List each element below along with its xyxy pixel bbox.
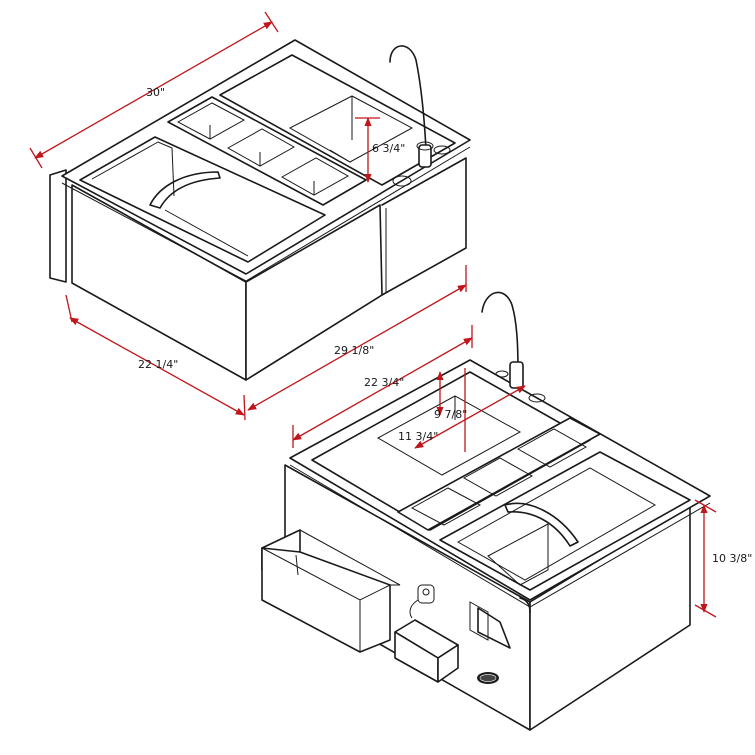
faucet-icon (389, 45, 427, 151)
dim-bottom-length-label: 22 3/4" (364, 376, 404, 389)
condiment-pan-6 (516, 428, 588, 468)
bottom-unit (261, 291, 711, 731)
dimension-bottom-height: 10 3/8" (694, 499, 752, 618)
bottom-unit-bin-handle (504, 502, 579, 547)
bottom-unit-side-caddy (261, 529, 401, 653)
bottle-opener-icon (409, 584, 435, 619)
bottom-unit-faucet-base (509, 361, 524, 389)
dimension-bottom-sink-length: 11 3/4" (398, 385, 526, 449)
condiment-pan-4 (410, 487, 482, 526)
condiment-pan-3 (280, 157, 350, 196)
dim-bottom-height-label: 10 3/8" (712, 552, 752, 565)
top-unit (49, 39, 471, 381)
towel-ring-icon (469, 601, 511, 649)
dim-top-depth-label: 22 1/4" (138, 358, 178, 371)
dim-top-length-label: 29 1/8" (334, 344, 374, 357)
dimension-top-width: 30" (29, 11, 279, 169)
top-unit-side-flange (49, 169, 67, 283)
bottom-unit-condiment-tray (397, 417, 601, 531)
dimension-top-depth: 22 1/4" (65, 294, 246, 421)
dim-top-width-label: 30" (146, 86, 165, 99)
top-unit-drain-hole (392, 175, 412, 187)
bottom-unit-ice-bin (439, 451, 691, 591)
dim-bottom-sink-width-label: 9 7/8" (434, 408, 467, 421)
faucet-icon (481, 291, 519, 373)
dimension-top-sink-depth: 6 3/4" (355, 117, 405, 183)
condiment-pan-5 (462, 457, 534, 497)
top-unit-bin-handle (149, 171, 221, 209)
top-unit-faucet-base (418, 144, 432, 168)
dim-top-sink-depth-label: 6 3/4" (372, 142, 405, 155)
bottom-unit-cup-holder (394, 619, 459, 683)
dim-bottom-sink-length-label: 11 3/4" (398, 430, 438, 443)
brand-badge-icon (477, 672, 499, 684)
dimension-bottom-length: 22 3/4" (292, 325, 473, 448)
